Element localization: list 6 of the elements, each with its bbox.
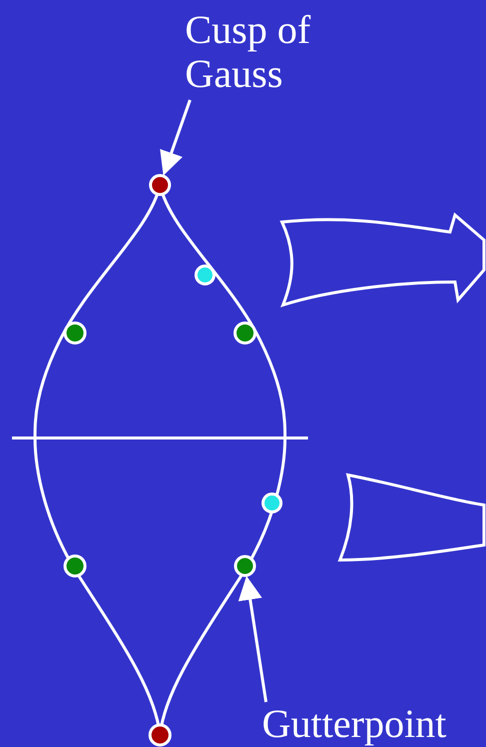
- leader-line: [238, 576, 268, 702]
- callout-label: Cusp of Gauss: [185, 8, 345, 96]
- callout-label: Gutterpoint: [262, 702, 486, 746]
- leader-line: [160, 100, 192, 176]
- point-marker: [149, 174, 171, 196]
- point-marker: [234, 555, 256, 577]
